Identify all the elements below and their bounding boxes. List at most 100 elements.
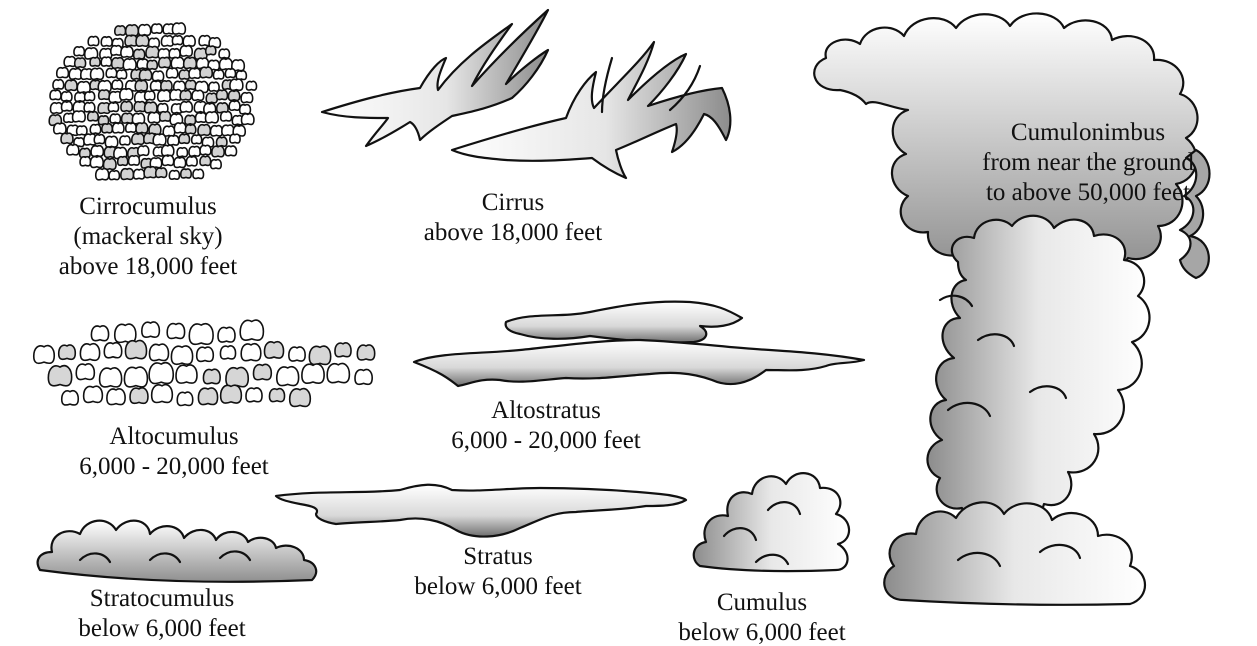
cloud-puff — [230, 79, 243, 90]
cloud-puff — [160, 112, 171, 121]
cloud-puff — [64, 57, 75, 67]
cloud-puff — [126, 25, 139, 36]
cloud-puff — [129, 156, 140, 165]
cloud-puff — [139, 70, 151, 81]
altostratus-altitude: 6,000 - 20,000 feet — [451, 427, 641, 454]
cloud-puff — [126, 123, 137, 132]
cloud-puff — [145, 102, 157, 113]
cloud-puff — [200, 156, 211, 165]
cloud-puff — [88, 112, 99, 121]
cloud-puff — [180, 91, 191, 100]
altocumulus-name: Altocumulus — [109, 423, 238, 450]
cloud-puff — [100, 368, 122, 387]
cloud-puff — [108, 103, 118, 112]
cloud-puff — [62, 102, 73, 111]
cloud-puff — [192, 135, 202, 144]
cloud-puff — [264, 342, 283, 358]
cloud-puff — [335, 343, 351, 357]
cloud-puff — [218, 327, 235, 342]
cloud-puff — [84, 386, 103, 402]
cloud-puff — [57, 68, 69, 78]
cumulonimbus-drawing — [814, 13, 1209, 604]
cloud-puff — [158, 90, 171, 101]
cirrocumulus-name: Cirrocumulus — [79, 193, 217, 220]
cloud-puff — [80, 157, 91, 166]
cumulus-name: Cumulus — [717, 589, 807, 616]
cloud-puff — [193, 169, 204, 178]
cumulonimbus-range-line1: from near the ground — [982, 149, 1194, 176]
cirrocumulus-altitude: above 18,000 feet — [59, 253, 237, 280]
cloud-puff — [146, 46, 159, 57]
cloud-puff — [183, 36, 195, 46]
cloud-puff — [90, 57, 100, 66]
cumulonimbus-range-line2: to above 50,000 feet — [986, 179, 1190, 206]
cloud-puff — [240, 105, 251, 114]
cloud-puff — [169, 171, 179, 180]
cloud-puff — [84, 103, 95, 112]
cloud-puff — [253, 364, 271, 379]
cumulonimbus-name: Cumulonimbus — [1011, 119, 1165, 146]
stratocumulus-name: Stratocumulus — [90, 585, 234, 612]
cloud-puff — [220, 59, 233, 70]
cloud-puff — [241, 344, 261, 361]
cloud-puff — [309, 346, 330, 364]
cloud-puff — [80, 344, 99, 361]
cloud-puff — [74, 47, 84, 56]
stratus-altitude: below 6,000 feet — [414, 573, 581, 600]
cloud-puff — [186, 157, 197, 166]
cloud-puff — [171, 57, 184, 68]
cloud-puff — [91, 146, 103, 157]
stratocumulus-altitude: below 6,000 feet — [78, 615, 245, 642]
cloud-puff — [104, 343, 121, 358]
cloud-puff — [77, 82, 90, 93]
stratus-drawing — [276, 485, 686, 537]
cloud-puff — [206, 46, 216, 55]
cloud-puff — [67, 145, 79, 155]
cloud-puff — [142, 322, 160, 337]
altocumulus-drawing — [34, 320, 375, 406]
cloud-puff — [106, 68, 117, 77]
cumulus-altitude: below 6,000 feet — [678, 619, 845, 646]
cloud-puff — [189, 68, 201, 78]
cloud-puff — [225, 146, 236, 156]
cloud-puff — [171, 346, 192, 364]
cloud-puff — [246, 81, 256, 90]
cloud-puff — [77, 126, 87, 135]
cloud-puff — [161, 36, 173, 46]
cloud-puff — [123, 59, 136, 70]
cloud-puff — [134, 169, 145, 179]
cloud-puff — [167, 323, 184, 338]
cloud-puff — [177, 392, 192, 405]
cloud-puff — [206, 93, 217, 103]
cloud-puff — [289, 347, 305, 361]
cloud-puff — [96, 169, 109, 180]
cloud-puff — [91, 326, 108, 341]
cloud-puff — [98, 116, 108, 125]
cloud-puff — [65, 80, 77, 90]
cloud-puff — [94, 135, 104, 144]
cloud-puff — [61, 133, 73, 143]
cloud-puff — [228, 91, 239, 101]
cloud-puff — [200, 145, 211, 154]
cloud-puff — [163, 126, 175, 136]
cloud-puff — [138, 146, 149, 156]
cloud-puff — [120, 136, 130, 145]
cloud-puff — [121, 47, 133, 58]
cloud-puff — [151, 81, 162, 91]
cloud-puff — [229, 101, 240, 110]
cloud-puff — [226, 368, 248, 387]
cloud-puff — [125, 341, 146, 359]
cloud-puff — [120, 89, 133, 100]
cloud-puff — [121, 102, 132, 112]
cloud-puff — [189, 324, 213, 345]
cloud-puff — [110, 114, 120, 123]
cloud-puff — [302, 364, 324, 383]
cloud-puff — [54, 123, 66, 134]
stratocumulus-drawing — [38, 521, 317, 582]
cloud-puff — [102, 124, 112, 133]
cloud-puff — [162, 156, 173, 166]
cloud-puff — [144, 167, 157, 178]
cloud-puff — [240, 320, 263, 340]
cloud-puff — [176, 365, 197, 383]
cirrus-drawing — [322, 10, 730, 178]
